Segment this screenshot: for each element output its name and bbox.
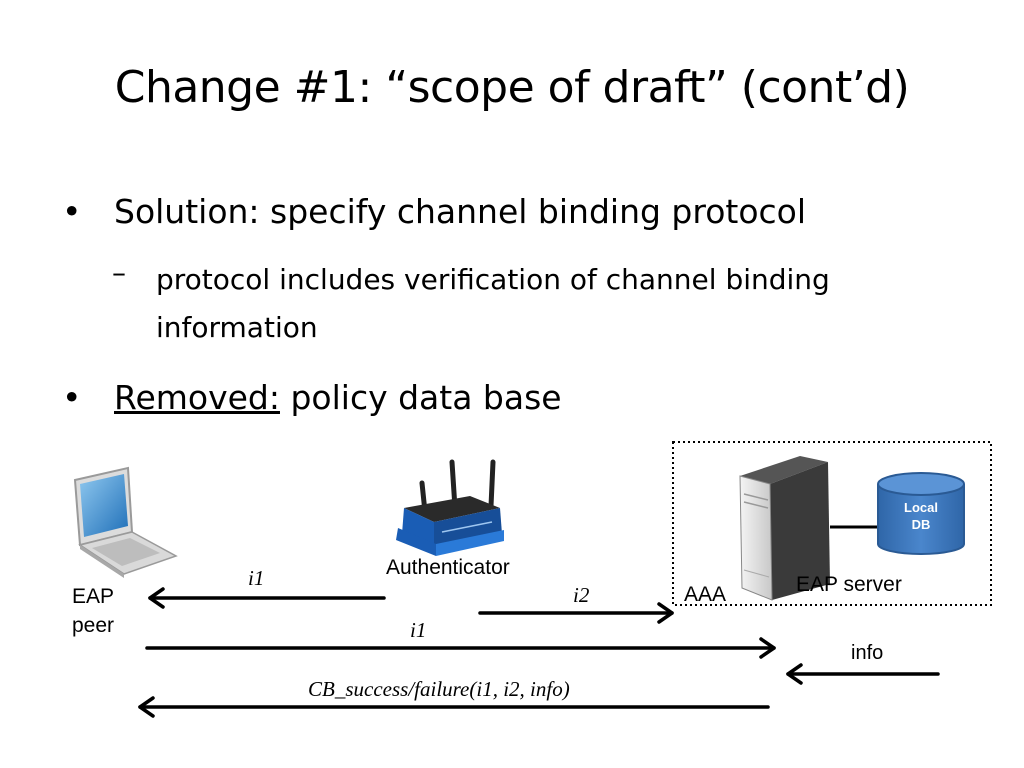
aaa-label: AAA bbox=[684, 583, 727, 606]
arrow-server-to-peer bbox=[138, 696, 770, 718]
removed-text: policy data base bbox=[279, 378, 562, 417]
bullet-marker: • bbox=[62, 192, 82, 231]
arrow-auth-to-peer bbox=[148, 587, 386, 609]
laptop-icon bbox=[73, 466, 178, 578]
message-label-i2: i2 bbox=[573, 583, 590, 607]
arrow-db-to-server bbox=[786, 663, 940, 685]
message-label-cb-result: CB_success/failure(i1, i2, info) bbox=[308, 677, 570, 701]
message-label-i1-first: i1 bbox=[248, 566, 265, 590]
slide-title: Change #1: “scope of draft” (cont’d) bbox=[114, 62, 910, 113]
arrow-peer-to-server bbox=[145, 637, 776, 659]
aaa-boundary-box bbox=[672, 441, 992, 606]
database-icon bbox=[877, 472, 965, 555]
bullet-marker: • bbox=[62, 378, 82, 417]
removed-label: Removed: bbox=[114, 378, 280, 417]
sub-bullet-text: protocol includes verification of channe… bbox=[156, 263, 830, 344]
message-label-i1-second: i1 bbox=[410, 618, 427, 642]
authenticator-label: Authenticator bbox=[386, 556, 510, 579]
eap-server-label: EAP server bbox=[796, 573, 902, 596]
bullet-text: Removed: policy data base bbox=[114, 378, 562, 417]
local-db-label: Local DB bbox=[904, 500, 938, 532]
sub-bullet-marker: – bbox=[112, 256, 126, 289]
server-tower-icon bbox=[739, 456, 830, 601]
eap-peer-label: EAP peer bbox=[72, 585, 115, 637]
bullet-text: Solution: specify channel binding protoc… bbox=[114, 192, 807, 231]
wireless-router-icon bbox=[396, 459, 504, 556]
message-label-info: info bbox=[851, 642, 884, 664]
arrow-auth-to-aaa bbox=[478, 602, 674, 624]
